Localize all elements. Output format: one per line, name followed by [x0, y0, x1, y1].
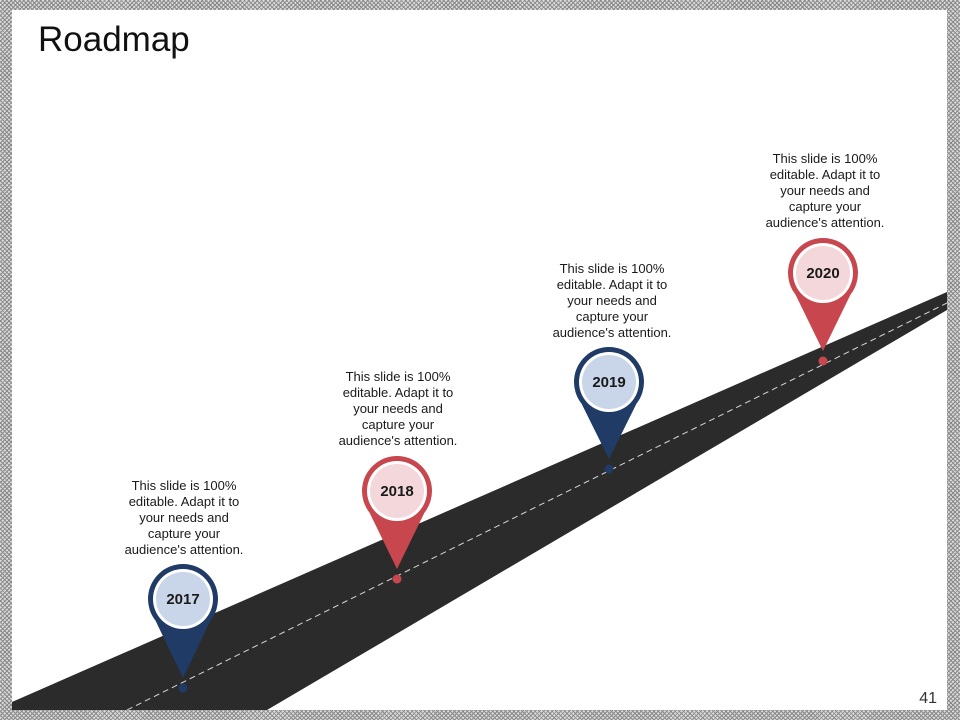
year-label: 2020: [806, 265, 839, 282]
page-number: 41: [919, 690, 937, 707]
milestone-pins: 2017 2018 2019 2020: [148, 238, 858, 693]
pin-inner: [796, 246, 850, 300]
roadmap-graphic: 2017 2018 2019 2020: [12, 238, 947, 710]
text-line: audience's attention.: [765, 215, 885, 230]
map-pin-2020: 2020: [788, 238, 858, 366]
road-center-line: [126, 302, 947, 710]
text-line: audience's attention.: [552, 325, 672, 340]
text-line: your needs and: [353, 401, 443, 416]
text-line: This slide is 100%: [345, 369, 451, 384]
text-line: This slide is 100%: [559, 261, 665, 276]
text-line: This slide is 100%: [772, 151, 878, 166]
pin-inner: [582, 355, 636, 409]
text-line: This slide is 100%: [131, 478, 237, 493]
text-line: audience's attention.: [338, 433, 458, 448]
slide: Roadmap 2017 2018 2019 2020 This slide is 1…: [12, 10, 947, 710]
pin-inner: [370, 464, 424, 518]
year-label: 2019: [592, 374, 625, 391]
road-marker-dot: [604, 464, 614, 474]
text-line: your needs and: [780, 183, 870, 198]
pin-inner: [156, 572, 210, 626]
text-line: audience's attention.: [124, 542, 244, 557]
milestone-text-2019: This slide is 100% editable. Adapt it to…: [532, 261, 692, 341]
milestone-text-2017: This slide is 100% editable. Adapt it to…: [104, 478, 264, 558]
milestone-text-2020: This slide is 100% editable. Adapt it to…: [745, 151, 905, 231]
text-line: capture your: [147, 526, 221, 541]
text-line: capture your: [361, 417, 435, 432]
text-line: editable. Adapt it to: [128, 494, 240, 509]
text-line: your needs and: [139, 510, 229, 525]
text-line: your needs and: [567, 293, 657, 308]
milestone-text-2018: This slide is 100% editable. Adapt it to…: [318, 369, 478, 449]
year-label: 2017: [166, 591, 199, 608]
road-marker-dot: [178, 683, 188, 693]
text-line: editable. Adapt it to: [769, 167, 881, 182]
road-marker-dot: [392, 574, 402, 584]
year-label: 2018: [380, 483, 413, 500]
map-pin-2019: 2019: [574, 347, 644, 474]
text-line: capture your: [575, 309, 649, 324]
text-line: editable. Adapt it to: [556, 277, 668, 292]
road: [12, 292, 947, 710]
road-marker-dot: [818, 356, 828, 366]
map-pin-2018: 2018: [362, 456, 432, 584]
page-title: Roadmap: [38, 20, 190, 59]
text-line: capture your: [788, 199, 862, 214]
text-line: editable. Adapt it to: [342, 385, 454, 400]
map-pin-2017: 2017: [148, 563, 219, 693]
